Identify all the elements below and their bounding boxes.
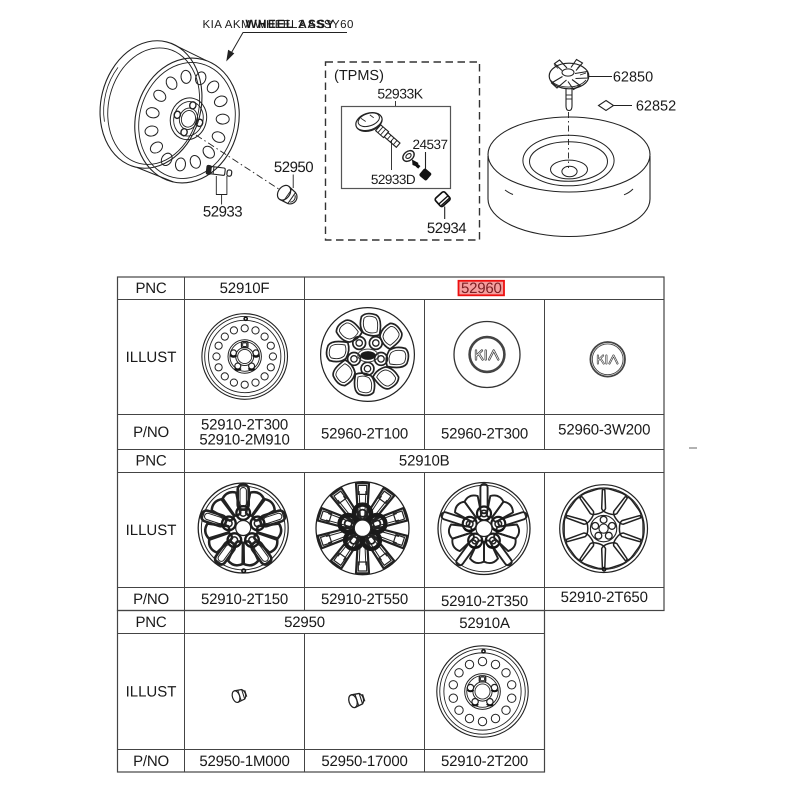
svg-text:PNC: PNC	[135, 614, 166, 631]
svg-text:ILLUST: ILLUST	[126, 349, 177, 366]
svg-text:52950-17000: 52950-17000	[321, 753, 407, 770]
svg-text:62852: 62852	[636, 99, 676, 115]
svg-text:52910B: 52910B	[399, 453, 450, 470]
svg-text:52933K: 52933K	[377, 86, 423, 102]
svg-text:ILLUST: ILLUST	[126, 522, 177, 539]
svg-text:52933: 52933	[203, 204, 242, 221]
svg-text:PNC: PNC	[135, 453, 166, 470]
svg-text:52934: 52934	[427, 220, 466, 237]
svg-text:52910F: 52910F	[220, 280, 270, 297]
svg-text:52910-2T300: 52910-2T300	[201, 417, 288, 434]
svg-text:WHEEL ASSY: WHEEL ASSY	[246, 17, 336, 31]
svg-text:62850: 62850	[613, 70, 653, 86]
svg-text:52960-2T300: 52960-2T300	[441, 426, 528, 443]
svg-text:52910-2T350: 52910-2T350	[441, 593, 528, 610]
svg-text:52910-2T150: 52910-2T150	[201, 591, 288, 608]
svg-text:52950: 52950	[274, 159, 313, 176]
svg-text:52910-2M910: 52910-2M910	[199, 432, 289, 449]
svg-text:52960-3W200: 52960-3W200	[558, 422, 650, 439]
svg-text:P/NO: P/NO	[133, 753, 169, 770]
svg-text:52910A: 52910A	[459, 615, 510, 632]
svg-text:P/NO: P/NO	[133, 424, 169, 441]
svg-text:(TPMS): (TPMS)	[334, 68, 384, 84]
svg-text:52933D: 52933D	[371, 172, 416, 187]
svg-text:52960: 52960	[461, 280, 502, 297]
svg-text:52950: 52950	[284, 614, 325, 631]
svg-text:P/NO: P/NO	[133, 591, 169, 608]
svg-text:ILLUST: ILLUST	[126, 684, 177, 701]
svg-text:24537: 24537	[412, 137, 447, 152]
svg-text:PNC: PNC	[135, 280, 166, 297]
svg-text:52950-1M000: 52950-1M000	[199, 753, 289, 770]
svg-text:52910-2T200: 52910-2T200	[441, 753, 528, 770]
svg-text:52910-2T550: 52910-2T550	[321, 591, 408, 608]
svg-text:52960-2T100: 52960-2T100	[321, 426, 408, 443]
svg-text:52910-2T650: 52910-2T650	[561, 589, 648, 606]
svg-text:KIA AKM WHEEL2 ASSY60: KIA AKM WHEEL2 ASSY60	[203, 19, 354, 31]
